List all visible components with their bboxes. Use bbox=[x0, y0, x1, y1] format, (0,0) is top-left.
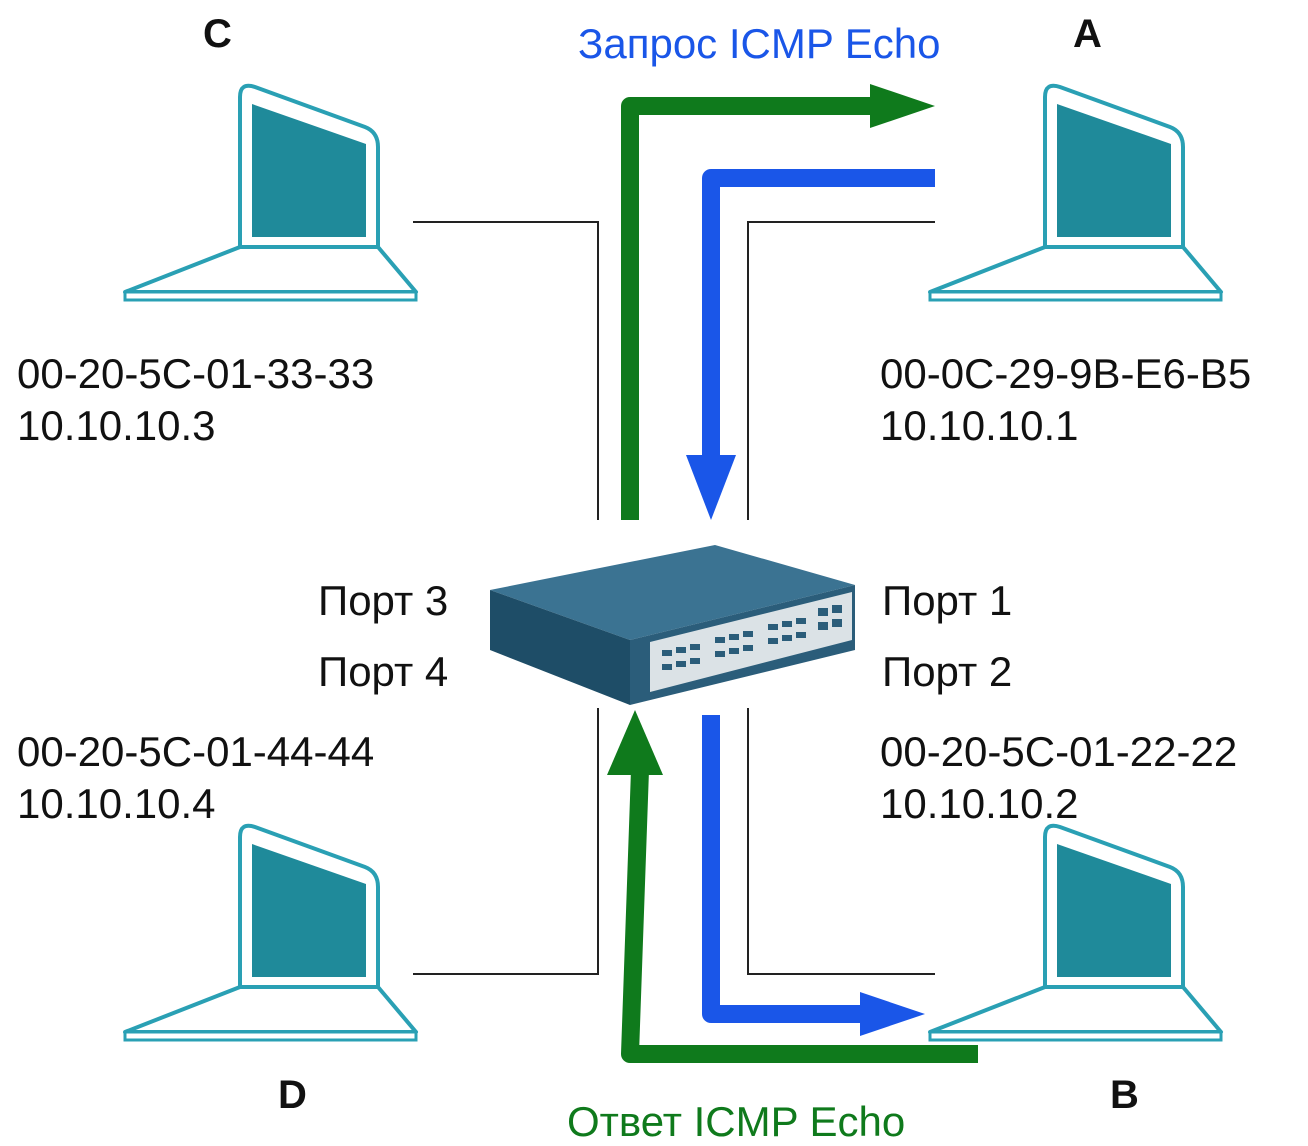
network-switch-icon bbox=[490, 545, 855, 705]
link-d bbox=[413, 708, 599, 975]
host-ip-b: 10.10.10.2 bbox=[880, 780, 1079, 827]
host-label-a: A bbox=[1073, 12, 1102, 56]
reply-arrow-from-b bbox=[621, 769, 978, 1063]
reply-arrowhead-switch bbox=[607, 710, 663, 775]
reply-flow-label: Ответ ICMP Echo bbox=[567, 1098, 906, 1145]
host-mac-a: 00-0C-29-9B-E6-B5 bbox=[880, 350, 1252, 397]
host-address-b: 00-20-5C-01-22-22 10.10.10.2 bbox=[880, 726, 1237, 830]
link-b bbox=[747, 708, 935, 975]
link-c bbox=[413, 221, 599, 520]
host-ip-a: 10.10.10.1 bbox=[880, 402, 1079, 449]
request-arrowhead-b bbox=[860, 992, 925, 1036]
host-address-d: 00-20-5C-01-44-44 10.10.10.4 bbox=[17, 726, 374, 830]
request-arrow-to-b bbox=[702, 715, 870, 1023]
host-address-a: 00-0C-29-9B-E6-B5 10.10.10.1 bbox=[880, 348, 1251, 452]
host-ip-c: 10.10.10.3 bbox=[17, 402, 216, 449]
host-address-c: 00-20-5C-01-33-33 10.10.10.3 bbox=[17, 348, 374, 452]
host-mac-c: 00-20-5C-01-33-33 bbox=[17, 350, 375, 397]
host-label-d: D bbox=[278, 1073, 307, 1117]
host-label-b: B bbox=[1110, 1073, 1139, 1117]
host-mac-b: 00-20-5C-01-22-22 bbox=[880, 728, 1238, 775]
reply-arrow-to-a bbox=[621, 97, 880, 520]
port-label-1: Порт 1 bbox=[882, 577, 1013, 624]
reply-arrowhead-a bbox=[870, 84, 935, 128]
host-ip-d: 10.10.10.4 bbox=[17, 780, 216, 827]
laptop-icon-c bbox=[123, 83, 418, 302]
request-arrowhead-switch bbox=[686, 455, 736, 520]
links bbox=[413, 221, 935, 975]
host-label-c: C bbox=[203, 12, 232, 56]
port-label-3: Порт 3 bbox=[318, 577, 449, 624]
request-arrow-from-a bbox=[702, 169, 935, 465]
request-flow-label: Запрос ICMP Echo bbox=[578, 20, 941, 67]
laptop-icon-b bbox=[928, 823, 1223, 1042]
request-flow-arrows bbox=[686, 169, 935, 1036]
host-mac-d: 00-20-5C-01-44-44 bbox=[17, 728, 375, 775]
laptop-icon-a bbox=[928, 83, 1223, 302]
laptop-icon-d bbox=[123, 823, 418, 1042]
link-a bbox=[747, 221, 935, 520]
reply-flow-arrows bbox=[607, 84, 978, 1063]
port-label-2: Порт 2 bbox=[882, 648, 1013, 695]
port-label-4: Порт 4 bbox=[318, 648, 449, 695]
